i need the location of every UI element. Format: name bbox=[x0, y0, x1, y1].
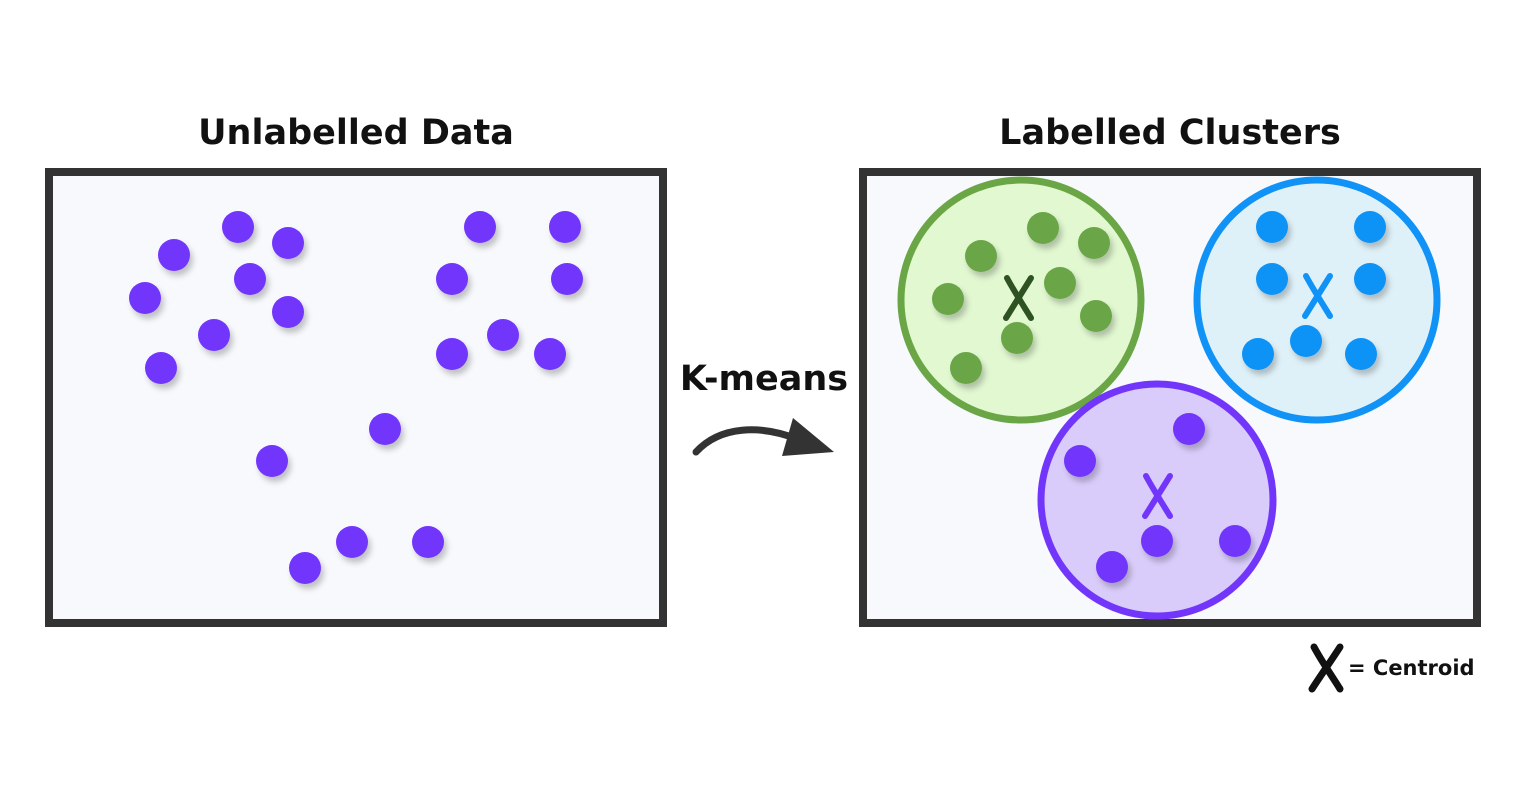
cluster-green-points bbox=[932, 212, 1112, 384]
cluster-green-point bbox=[1080, 300, 1112, 332]
cluster-green-point bbox=[1001, 322, 1033, 354]
cluster-green-point bbox=[950, 352, 982, 384]
unlabelled-point bbox=[222, 211, 254, 243]
kmeans-label: K-means bbox=[680, 359, 848, 399]
cluster-blue bbox=[1193, 176, 1441, 424]
cluster-blue-point bbox=[1256, 263, 1288, 295]
x-mark-icon bbox=[1308, 643, 1344, 693]
unlabelled-point bbox=[234, 263, 266, 295]
cluster-blue-points bbox=[1242, 211, 1386, 370]
cluster-green-centroid-icon bbox=[1003, 275, 1034, 321]
left-panel-title: Unlabelled Data bbox=[198, 113, 514, 153]
cluster-green-point bbox=[965, 240, 997, 272]
unlabelled-point bbox=[464, 211, 496, 243]
cluster-green-point bbox=[1078, 227, 1110, 259]
unlabelled-point bbox=[369, 413, 401, 445]
cluster-blue-point bbox=[1354, 263, 1386, 295]
cluster-green bbox=[897, 176, 1145, 424]
unlabelled-point bbox=[336, 526, 368, 558]
cluster-green-point bbox=[932, 283, 964, 315]
unlabelled-point bbox=[412, 526, 444, 558]
unlabelled-point bbox=[198, 319, 230, 351]
cluster-green-point bbox=[1044, 267, 1076, 299]
unlabelled-point bbox=[289, 552, 321, 584]
unlabelled-point bbox=[129, 282, 161, 314]
unlabelled-point bbox=[272, 227, 304, 259]
unlabelled-point bbox=[436, 263, 468, 295]
unlabelled-point bbox=[272, 296, 304, 328]
arrow-head-icon bbox=[782, 418, 834, 456]
cluster-purple-point bbox=[1173, 413, 1205, 445]
unlabelled-point bbox=[534, 338, 566, 370]
cluster-blue-centroid-icon bbox=[1302, 273, 1333, 319]
unlabelled-data-panel bbox=[45, 168, 667, 627]
kmeans-transform: K-means bbox=[680, 359, 848, 456]
unlabelled-point bbox=[436, 338, 468, 370]
cluster-purple-point bbox=[1141, 525, 1173, 557]
cluster-purple-point bbox=[1219, 525, 1251, 557]
centroid-stroke bbox=[1142, 473, 1173, 519]
centroid-stroke bbox=[1003, 275, 1034, 321]
cluster-purple-point bbox=[1096, 551, 1128, 583]
unlabelled-point bbox=[256, 445, 288, 477]
cluster-purple-points bbox=[1064, 413, 1251, 583]
cluster-blue-point bbox=[1345, 338, 1377, 370]
unlabelled-point bbox=[487, 319, 519, 351]
unlabelled-point bbox=[549, 211, 581, 243]
cluster-purple bbox=[1037, 380, 1277, 620]
centroid-legend: = Centroid bbox=[1308, 643, 1475, 693]
cluster-blue-point bbox=[1242, 338, 1274, 370]
cluster-blue-point bbox=[1290, 325, 1322, 357]
right-panel-title: Labelled Clusters bbox=[999, 113, 1341, 153]
legend-label: = Centroid bbox=[1348, 656, 1475, 680]
unlabelled-points bbox=[129, 211, 583, 584]
cluster-blue-point bbox=[1256, 211, 1288, 243]
centroid-stroke bbox=[1302, 273, 1333, 319]
cluster-purple-centroid-icon bbox=[1142, 473, 1173, 519]
unlabelled-point bbox=[158, 239, 190, 271]
unlabelled-point bbox=[551, 263, 583, 295]
curved-arrow-icon bbox=[692, 426, 804, 456]
cluster-green-point bbox=[1027, 212, 1059, 244]
labelled-clusters-panel bbox=[859, 168, 1481, 627]
unlabelled-point bbox=[145, 352, 177, 384]
cluster-purple-point bbox=[1064, 445, 1096, 477]
cluster-blue-point bbox=[1354, 211, 1386, 243]
